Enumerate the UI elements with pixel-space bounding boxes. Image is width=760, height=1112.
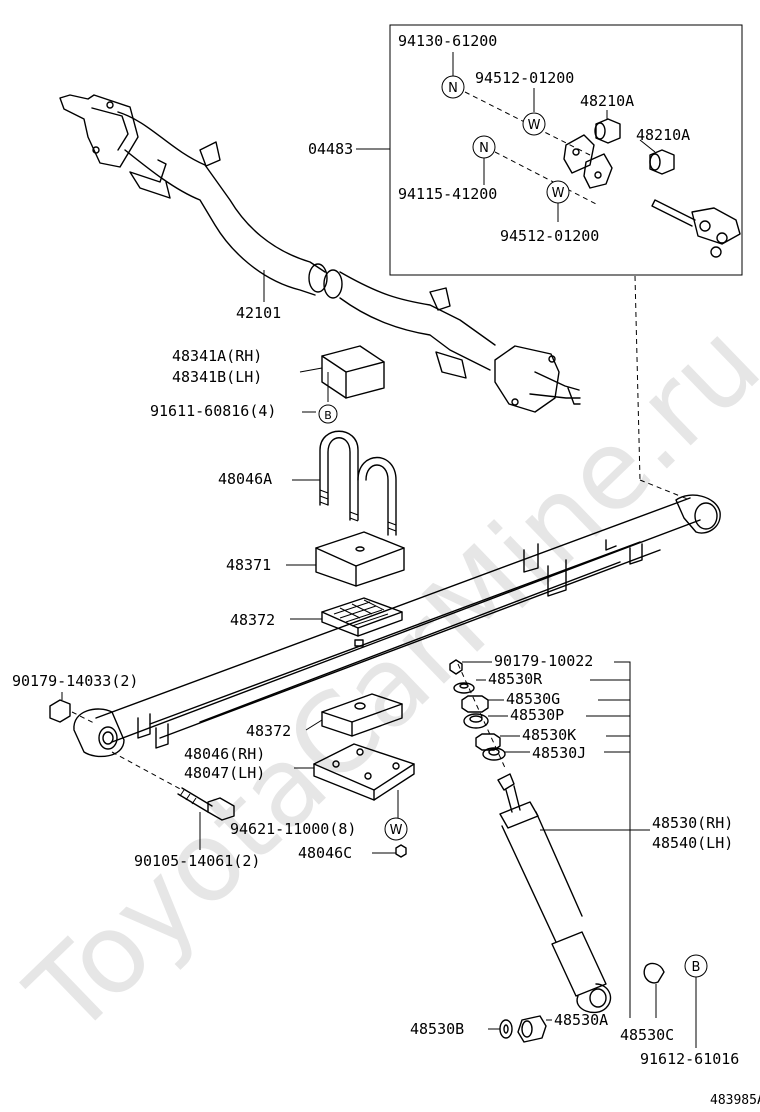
spring-pad-48372-upper — [321, 597, 403, 647]
part-label-48530r[interactable]: 48530R — [488, 670, 543, 688]
part-label-94115-41200[interactable]: 94115-41200 — [398, 185, 497, 203]
part-label-90179-10022[interactable]: 90179-10022 — [494, 652, 593, 670]
marker-w-plate: W — [390, 823, 403, 838]
part-label-48530k[interactable]: 48530K — [522, 726, 576, 744]
shackle-assembly — [691, 207, 741, 245]
marker-w-plate-icon — [384, 817, 408, 841]
part-label-48540-lh[interactable]: 48540(LH) — [652, 834, 733, 852]
marker-n-lower: N — [479, 141, 489, 156]
part-label-48047-lh[interactable]: 48047(LH) — [184, 764, 265, 782]
marker-b-lower: B — [692, 960, 701, 975]
marker-w-icon — [522, 112, 546, 136]
part-label-48046a[interactable]: 48046A — [218, 470, 272, 488]
part-label-91612-61016[interactable]: 91612-61016 — [640, 1050, 739, 1068]
marker-b-upper: B — [324, 409, 332, 422]
bushing-48210a-upper — [595, 118, 621, 144]
part-label-48046-rh[interactable]: 48046(RH) — [184, 745, 265, 763]
part-label-48371[interactable]: 48371 — [226, 556, 271, 574]
part-label-90105-14061[interactable]: 90105-14061(2) — [134, 852, 260, 870]
part-label-48341b[interactable]: 48341B(LH) — [172, 368, 262, 386]
part-label-48530-rh[interactable]: 48530(RH) — [652, 814, 733, 832]
part-label-48341a[interactable]: 48341A(RH) — [172, 347, 262, 365]
part-label-42101[interactable]: 42101 — [236, 304, 281, 322]
shackle-plate-1 — [563, 134, 595, 174]
marker-w-lower: W — [552, 186, 565, 201]
nut-90179-14033 — [49, 699, 71, 723]
part-label-48210a-upper[interactable]: 48210A — [580, 92, 634, 110]
part-label-94130-61200[interactable]: 94130-61200 — [398, 32, 497, 50]
part-label-04483[interactable]: 04483 — [308, 140, 353, 158]
spring-pad-48372-lower — [321, 693, 403, 737]
part-label-48530a[interactable]: 48530A — [554, 1011, 608, 1029]
part-label-94512-01200-top[interactable]: 94512-01200 — [475, 69, 574, 87]
part-label-48530g[interactable]: 48530G — [506, 690, 560, 708]
washer-48530c — [643, 962, 665, 984]
shackle-plate-2 — [583, 153, 613, 189]
bolt-90105-14061 — [177, 787, 235, 821]
part-label-48530c[interactable]: 48530C — [620, 1026, 674, 1044]
marker-n-top: N — [448, 81, 458, 96]
shackle-bolt — [651, 199, 696, 227]
spring-seat-48371 — [315, 531, 405, 587]
part-label-48372-upper[interactable]: 48372 — [230, 611, 275, 629]
lower-bushings — [499, 1015, 547, 1043]
figure-code: 483985A — [710, 1093, 760, 1108]
marker-n-icon — [441, 75, 465, 99]
marker-w-top: W — [528, 118, 541, 133]
spring-plate-48046 — [313, 743, 415, 801]
bushing-48210a-lower — [649, 149, 675, 175]
bump-stopper-48341 — [321, 345, 385, 399]
inset-box: 94130-61200 N 94512-01200 W 48210A 48210… — [389, 24, 743, 276]
shock-absorber — [497, 773, 612, 1014]
shock-mounting-stack — [449, 659, 506, 761]
part-label-48530j[interactable]: 48530J — [532, 744, 586, 762]
part-label-48530b[interactable]: 48530B — [410, 1020, 464, 1038]
axle-housing-42101 — [59, 94, 581, 413]
part-label-94512-01200-bottom[interactable]: 94512-01200 — [500, 227, 599, 245]
part-label-48530p[interactable]: 48530P — [510, 706, 564, 724]
part-label-48372-lower[interactable]: 48372 — [246, 722, 291, 740]
leaf-spring — [73, 494, 721, 758]
u-bolts-48046a — [319, 430, 397, 536]
nut-48046c — [395, 844, 407, 858]
part-label-91611-60816[interactable]: 91611-60816(4) — [150, 402, 276, 420]
marker-b-icon — [318, 404, 338, 424]
part-label-94621-11000[interactable]: 94621-11000(8) — [230, 820, 356, 838]
part-label-90179-14033[interactable]: 90179-14033(2) — [12, 672, 138, 690]
part-label-48046c[interactable]: 48046C — [298, 844, 352, 862]
part-label-48210a-lower[interactable]: 48210A — [636, 126, 690, 144]
